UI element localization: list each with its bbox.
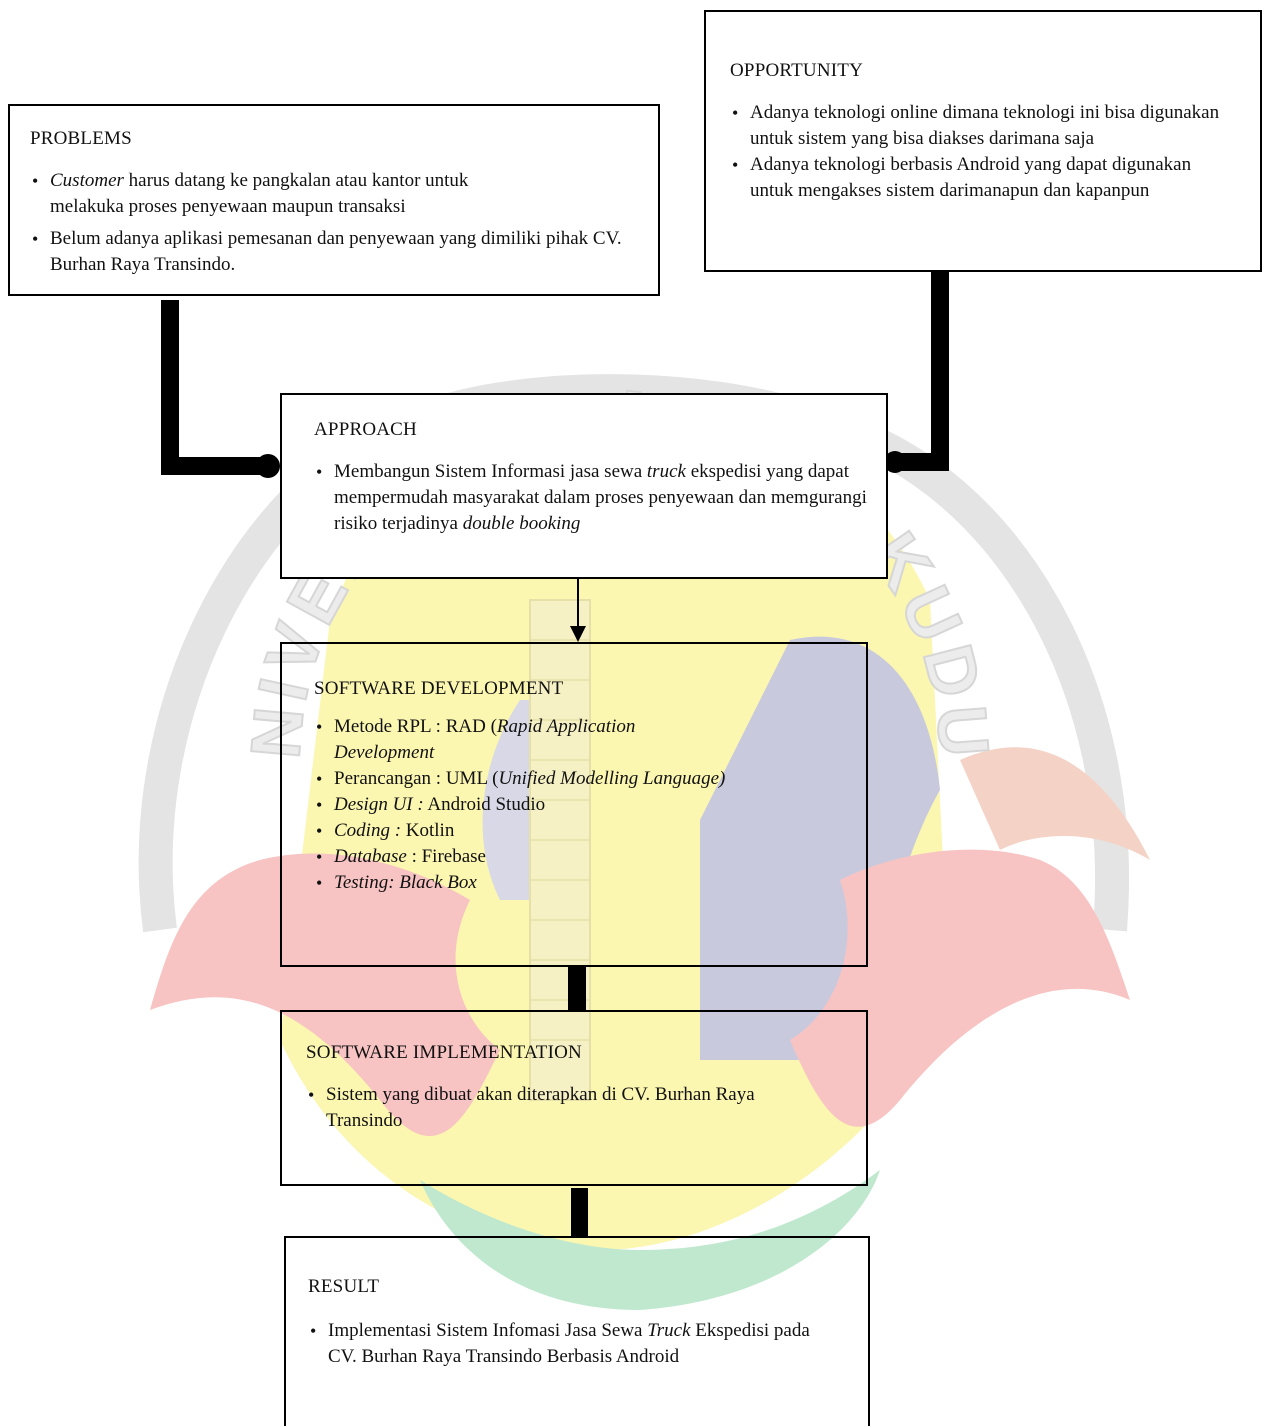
problems-item-no-application: Belum adanya aplikasi pemesanan dan peny… xyxy=(32,226,648,278)
si-item-applied: Sistem yang dibuat akan diterapkan di CV… xyxy=(308,1082,856,1134)
emblem-red-wing-right xyxy=(960,747,1150,860)
emblem-red-left xyxy=(150,853,500,1136)
opportunity-title: OPPORTUNITY xyxy=(730,60,864,81)
result-item-implementation: Implementasi Sistem Infomasi Jasa Sewa T… xyxy=(310,1318,858,1370)
sd-item-method: Metode RPL : RAD (Rapid Application Deve… xyxy=(316,714,856,766)
opportunity-list: Adanya teknologi online dimana teknologi… xyxy=(730,100,1250,204)
emblem-outline xyxy=(138,374,1130,933)
software-implementation-list: Sistem yang dibuat akan diterapkan di CV… xyxy=(306,1082,856,1134)
opportunity-item-android: Adanya teknologi berbasis Android yang d… xyxy=(732,152,1250,204)
software-implementation-box: SOFTWARE IMPLEMENTATION Sistem yang dibu… xyxy=(280,1010,868,1186)
opportunity-item-online: Adanya teknologi online dimana teknologi… xyxy=(732,100,1250,152)
approach-box: APPROACH Membangun Sistem Informasi jasa… xyxy=(280,393,888,579)
approach-list: Membangun Sistem Informasi jasa sewa tru… xyxy=(314,459,876,537)
problems-title: PROBLEMS xyxy=(30,128,132,149)
software-development-list: Metode RPL : RAD (Rapid Application Deve… xyxy=(314,714,856,896)
sd-item-design-ui: Design UI : Android Studio xyxy=(316,792,856,818)
opportunity-box: OPPORTUNITY Adanya teknologi online dima… xyxy=(704,10,1262,272)
sd-item-testing: Testing: Black Box xyxy=(316,870,856,896)
result-list: Implementasi Sistem Infomasi Jasa Sewa T… xyxy=(308,1318,858,1370)
sd-item-coding: Coding : Kotlin xyxy=(316,818,856,844)
result-title: RESULT xyxy=(308,1276,380,1297)
approach-title: APPROACH xyxy=(314,419,417,440)
sd-item-design: Perancangan : UML (Unified Modelling Lan… xyxy=(316,766,856,792)
sd-item-database: Database : Firebase xyxy=(316,844,856,870)
software-implementation-title: SOFTWARE IMPLEMENTATION xyxy=(306,1042,582,1063)
software-development-box: SOFTWARE DEVELOPMENT Metode RPL : RAD (R… xyxy=(280,642,868,967)
software-development-title: SOFTWARE DEVELOPMENT xyxy=(314,678,564,699)
problems-box: PROBLEMS Customer harus datang ke pangka… xyxy=(8,104,660,296)
emblem-green-base xyxy=(420,1170,880,1310)
emblem-red-right xyxy=(790,849,1130,1127)
approach-item-build-system: Membangun Sistem Informasi jasa sewa tru… xyxy=(316,459,876,537)
problems-list: Customer harus datang ke pangkalan atau … xyxy=(30,168,648,278)
result-box: RESULT Implementasi Sistem Infomasi Jasa… xyxy=(284,1236,870,1426)
problems-item-customer: Customer harus datang ke pangkalan atau … xyxy=(32,168,648,220)
